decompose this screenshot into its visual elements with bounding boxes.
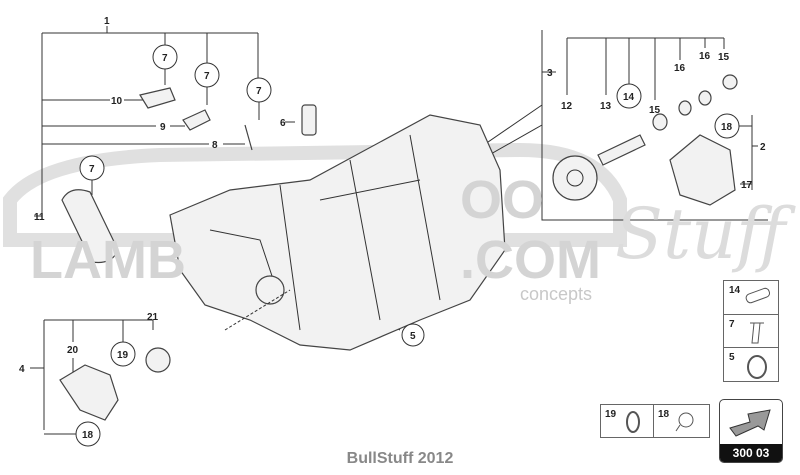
- callout-17: 17: [741, 180, 753, 191]
- legend-item-18: 18: [653, 404, 710, 438]
- callout-11: 11: [34, 212, 45, 223]
- callout-18: 18: [82, 430, 94, 441]
- svg-text:.COM: .COM: [460, 230, 601, 290]
- plug-screw-icon: [675, 412, 694, 432]
- callout-labels: 1 2 3 4 5 6 7 7 7 7 8 9 10 11 12 13 14 1…: [19, 16, 766, 447]
- svg-text:OO: OO: [460, 170, 544, 230]
- callout-12: 12: [561, 101, 573, 112]
- callout-19: 19: [117, 350, 129, 361]
- part-10: [139, 87, 176, 109]
- bolt-icon: [750, 322, 764, 344]
- callout-7: 7: [256, 86, 262, 97]
- callout-13: 13: [600, 101, 612, 112]
- part-15b: [722, 74, 738, 90]
- arrow-icon: [729, 409, 771, 437]
- callout-2: 2: [760, 142, 766, 153]
- callout-7: 7: [204, 71, 210, 82]
- callout-20: 20: [67, 345, 79, 356]
- callout-4: 4: [19, 364, 25, 375]
- callout-18: 18: [721, 122, 733, 133]
- footer-credit: BullStuff 2012: [346, 450, 454, 467]
- reference-link-button[interactable]: 300 03: [719, 399, 783, 463]
- transmission-housing: [169, 114, 506, 351]
- ring-icon: [747, 355, 767, 379]
- svg-text:concepts: concepts: [520, 284, 592, 304]
- part-20-cover: [59, 364, 119, 421]
- callout-14: 14: [623, 92, 635, 103]
- callout-6: 6: [280, 118, 286, 129]
- callout-10: 10: [111, 96, 123, 107]
- callout-16: 16: [699, 51, 711, 62]
- part-12: [552, 155, 598, 201]
- callout-9: 9: [160, 122, 166, 133]
- part-8: [244, 124, 253, 151]
- callout-3: 3: [547, 68, 553, 79]
- part-15a: [652, 113, 668, 131]
- callout-8: 8: [212, 140, 218, 151]
- pin-icon: [745, 287, 771, 304]
- callout-1: 1: [104, 16, 110, 27]
- part-11: [61, 189, 119, 264]
- watermark-logo: LAMB .COM OO Stuff concepts: [30, 170, 796, 304]
- callout-15: 15: [649, 105, 661, 116]
- part-16b: [698, 90, 712, 106]
- part-16a: [678, 100, 692, 116]
- legend-item-14: 14: [723, 280, 779, 316]
- legend-item-5: 5: [723, 347, 779, 382]
- part-13: [597, 134, 646, 166]
- callout-5: 5: [410, 331, 416, 342]
- callout-7: 7: [162, 53, 168, 64]
- parts-group: [59, 74, 738, 421]
- callout-21: 21: [147, 312, 159, 323]
- part-2-cover: [669, 134, 736, 206]
- callout-7: 7: [89, 164, 95, 175]
- part-9: [182, 109, 211, 131]
- svg-text:LAMB: LAMB: [30, 230, 186, 290]
- washer-icon: [626, 411, 640, 433]
- part-6: [301, 104, 317, 136]
- legend-item-19: 19: [600, 404, 655, 438]
- callout-15: 15: [718, 52, 730, 63]
- reference-code: 300 03: [720, 444, 782, 462]
- part-21: [145, 347, 171, 373]
- legend-item-7: 7: [723, 314, 779, 349]
- svg-text:Stuff: Stuff: [615, 193, 796, 275]
- callout-16: 16: [674, 63, 686, 74]
